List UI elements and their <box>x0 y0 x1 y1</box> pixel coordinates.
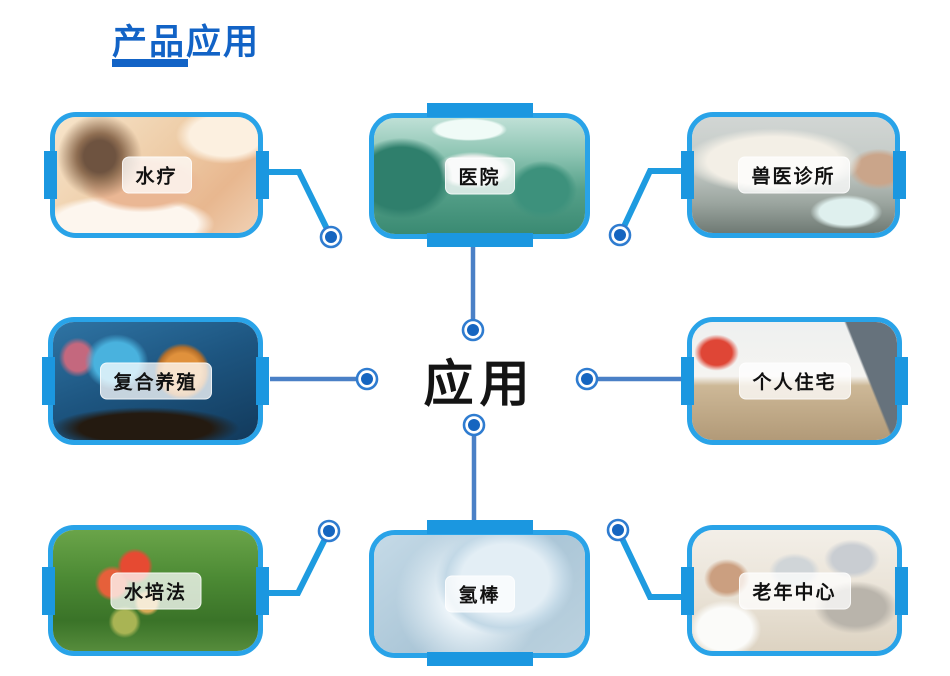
connector-tab <box>681 151 694 199</box>
card-label-badge: 水疗 <box>121 156 192 194</box>
center-hub-label: 应用 <box>423 356 536 412</box>
card-frame: 氢棒 <box>369 530 590 658</box>
card-frame: 兽医诊所 <box>687 112 900 238</box>
card-frame: 医院 <box>369 113 590 239</box>
card-label-badge: 个人住宅 <box>738 362 851 400</box>
connector-tab <box>895 357 908 405</box>
card-frame: 复合养殖 <box>48 317 263 445</box>
card-label-badge: 氢棒 <box>444 575 515 613</box>
connector-tab <box>426 652 533 666</box>
card-frame: 水培法 <box>48 525 263 656</box>
card-label-badge: 兽医诊所 <box>737 156 850 194</box>
connector-tab <box>426 103 533 117</box>
connector-line-bottom-left <box>266 529 332 596</box>
page-title: 产品应用 <box>112 23 261 62</box>
connector-line-top-right <box>617 168 690 237</box>
title-underline <box>112 59 188 67</box>
connector-tab <box>256 566 269 615</box>
card-compound-aquaculture: 复合养殖 <box>42 317 269 445</box>
card-spa: 水疗 <box>44 112 269 238</box>
node-dot <box>461 318 485 342</box>
connector-tab <box>256 151 269 199</box>
connector-line-top-left <box>268 169 334 239</box>
connector-tab <box>42 357 55 405</box>
connector-tab <box>44 151 57 199</box>
node-dot <box>608 223 632 247</box>
connector-tab <box>42 566 55 615</box>
connector-tab <box>426 520 533 534</box>
node-dot <box>462 413 486 437</box>
connector-tab <box>681 357 694 405</box>
card-frame: 个人住宅 <box>687 317 902 445</box>
connector-tab <box>256 357 269 405</box>
card-veterinary-clinic: 兽医诊所 <box>681 112 906 238</box>
card-label-badge: 医院 <box>444 157 515 195</box>
connector-tab <box>893 151 906 199</box>
connector-tab <box>895 566 908 615</box>
card-senior-center: 老年中心 <box>681 525 908 656</box>
connector-tab <box>426 233 533 247</box>
node-dot <box>317 519 341 543</box>
card-hospital: 医院 <box>369 103 590 247</box>
connector-tab <box>681 566 694 615</box>
card-frame: 老年中心 <box>687 525 902 656</box>
card-hydrogen-rod: 氢棒 <box>369 520 590 666</box>
card-label-badge: 复合养殖 <box>99 362 212 400</box>
node-dot <box>319 225 343 249</box>
card-label-badge: 老年中心 <box>738 572 851 609</box>
card-frame: 水疗 <box>50 112 263 238</box>
card-hydroponics: 水培法 <box>42 525 269 656</box>
card-personal-residence: 个人住宅 <box>681 317 908 445</box>
card-label-badge: 水培法 <box>109 572 202 609</box>
node-dot <box>606 518 630 542</box>
